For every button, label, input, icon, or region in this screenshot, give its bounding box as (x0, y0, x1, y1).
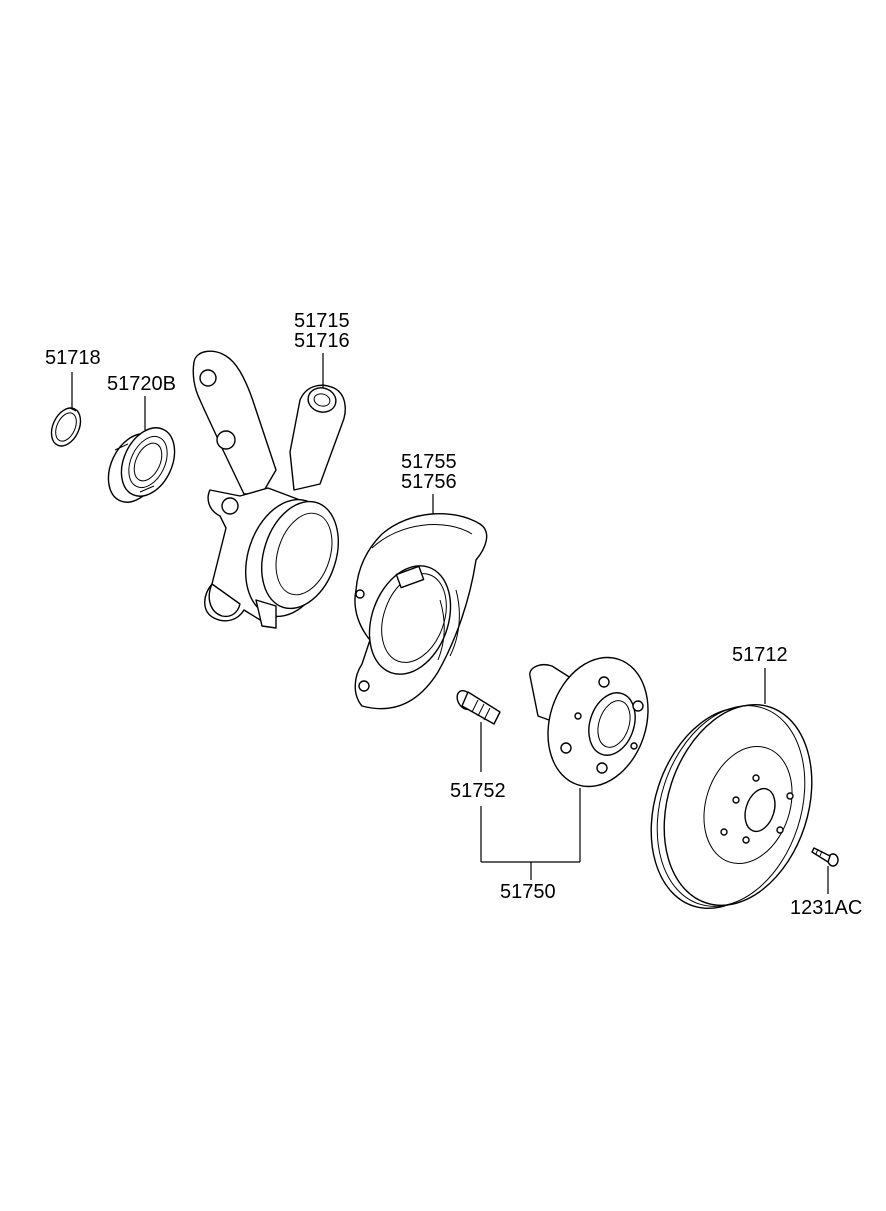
wheel-hub-part (529, 656, 649, 788)
snap-ring-part (50, 407, 82, 447)
steering-knuckle-part (192, 350, 346, 629)
disc-screw-part (811, 847, 839, 867)
leader-lines (71, 353, 829, 894)
brake-disc-part (650, 703, 813, 910)
label-51750: 51750 (500, 881, 556, 903)
label-51720b: 51720B (107, 373, 176, 395)
label-51715: 51715 (294, 310, 350, 332)
label-51756: 51756 (401, 471, 457, 493)
label-51755: 51755 (401, 451, 457, 473)
label-51712: 51712 (732, 644, 788, 666)
label-51716: 51716 (294, 330, 350, 352)
label-1231ac: 1231AC (790, 897, 862, 919)
label-51752: 51752 (450, 780, 506, 802)
label-51718: 51718 (45, 347, 101, 369)
hub-bolt-part (456, 689, 501, 725)
dust-cover-part (354, 513, 488, 710)
wheel-bearing-part (107, 427, 176, 503)
